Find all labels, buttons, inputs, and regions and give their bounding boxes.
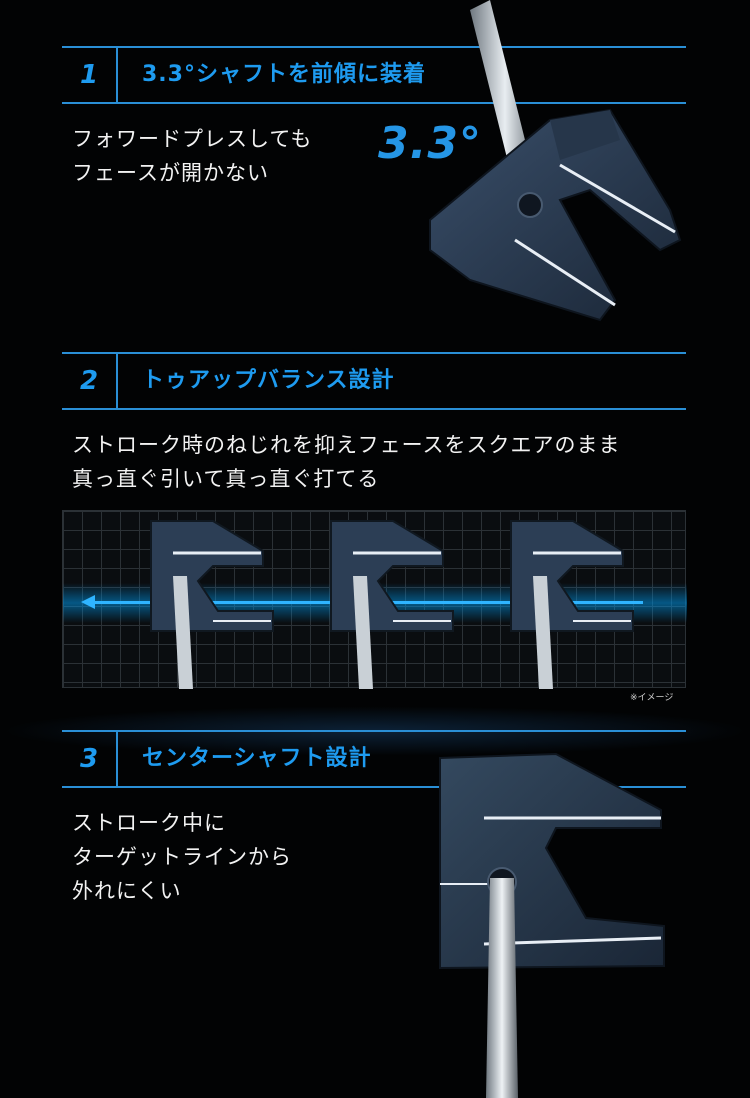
section-3-header: 3 センターシャフト設計: [62, 730, 686, 788]
angle-label: 3.3°: [378, 118, 482, 169]
section-1-number: 1: [62, 48, 118, 102]
stroke-illustration: [62, 510, 687, 689]
putter-image-bottom: [439, 752, 665, 1098]
section-2-title: トゥアップバランス設計: [142, 368, 395, 393]
section-3-text-line-1: ストローク中に: [72, 811, 226, 835]
section-3-title: センターシャフト設計: [142, 746, 372, 771]
section-3-number: 3: [62, 732, 118, 786]
putter-image-top: [429, 0, 682, 322]
section-3-text: ストローク中に ターゲットラインから 外れにくい: [72, 806, 292, 908]
section-2-text-line-1: ストローク時のねじれを抑えフェースをスクエアのまま: [72, 433, 621, 457]
section-1-text-line-2: フェースが開かない: [72, 161, 269, 185]
section-1-text-line-1: フォワードプレスしても: [72, 127, 313, 151]
putter-head-1: [150, 520, 274, 689]
section-2-text-line-2: 真っ直ぐ引いて真っ直ぐ打てる: [72, 467, 380, 491]
section-1-header: 1 3.3°シャフトを前傾に装着: [62, 46, 686, 104]
section-2-number: 2: [62, 354, 118, 408]
section-2-text: ストローク時のねじれを抑えフェースをスクエアのまま 真っ直ぐ引いて真っ直ぐ打てる: [72, 428, 621, 496]
section-3-text-line-2: ターゲットラインから: [72, 845, 292, 869]
section-3-text-line-3: 外れにくい: [72, 879, 182, 903]
arrow-left-icon: [81, 595, 95, 609]
section-1-text: フォワードプレスしても フェースが開かない: [72, 122, 312, 190]
putter-head-2: [330, 520, 454, 689]
putter-head-3: [510, 520, 634, 689]
section-1-title: 3.3°シャフトを前傾に装着: [142, 62, 426, 87]
section-2-header: 2 トゥアップバランス設計: [62, 352, 686, 410]
image-note: ※イメージ: [630, 693, 674, 703]
